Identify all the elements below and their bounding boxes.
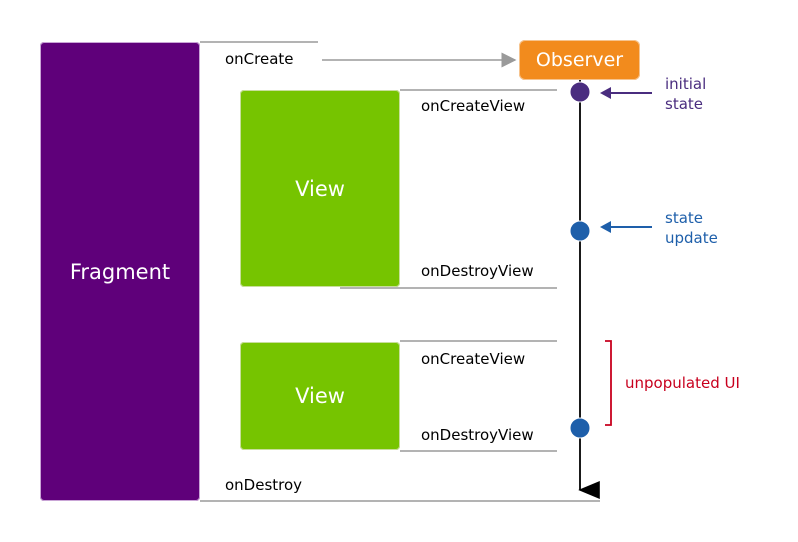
observer-label: Observer bbox=[535, 49, 624, 71]
state-update-annotation: state update bbox=[665, 208, 718, 248]
unpopulated-ui-bracket bbox=[605, 340, 612, 426]
state-update-marker bbox=[569, 220, 591, 242]
on-create-view-1-label: onCreateView bbox=[421, 97, 526, 115]
initial-state-line-2: state bbox=[665, 95, 703, 113]
state-update-line-2: update bbox=[665, 229, 718, 247]
initial-state-line-1: initial bbox=[665, 75, 707, 93]
on-destroy-label: onDestroy bbox=[225, 476, 303, 494]
on-destroy-view-1-label: onDestroyView bbox=[421, 262, 534, 280]
on-create-view-2-label: onCreateView bbox=[421, 350, 526, 368]
fragment-label: Fragment bbox=[69, 259, 171, 284]
on-destroy-view-2-label: onDestroyView bbox=[421, 426, 534, 444]
view-label-2: View bbox=[295, 384, 345, 408]
observer-box: Observer bbox=[519, 40, 640, 80]
unpopulated-ui-annotation: unpopulated UI bbox=[625, 374, 740, 392]
view-label-1: View bbox=[295, 176, 345, 201]
state-update-marker-2 bbox=[569, 417, 591, 439]
initial-state-arrowhead bbox=[600, 87, 611, 99]
on-create-label: onCreate bbox=[225, 50, 294, 68]
initial-state-marker bbox=[569, 81, 591, 103]
initial-state-annotation: initial state bbox=[665, 74, 706, 114]
view-box-1: View bbox=[240, 90, 400, 287]
fragment-box: Fragment bbox=[40, 42, 200, 501]
state-update-arrowhead bbox=[600, 221, 611, 233]
state-update-line-1: state bbox=[665, 209, 703, 227]
view-box-2: View bbox=[240, 342, 400, 450]
